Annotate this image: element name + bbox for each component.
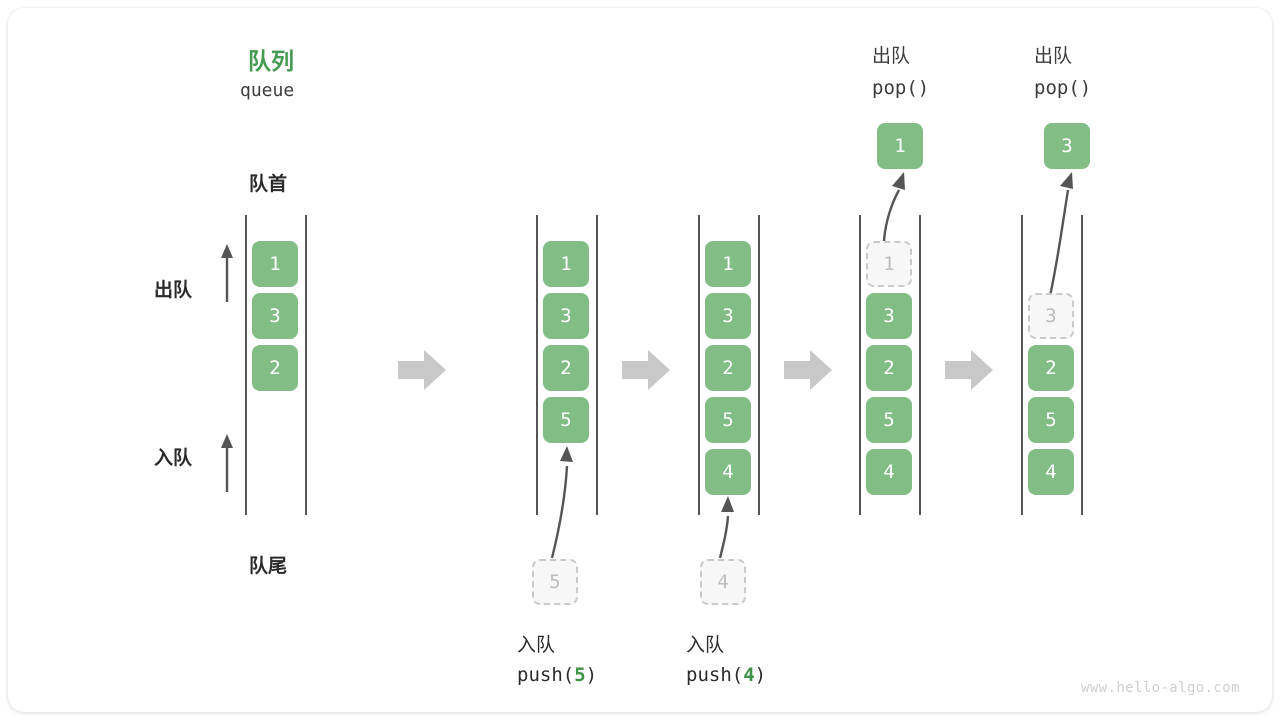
rail-left: [859, 215, 861, 515]
watermark: www.hello-algo.com: [1081, 680, 1240, 696]
incoming-ghost-cell: 5: [532, 559, 578, 605]
rail-left: [536, 215, 538, 515]
push-arrow-icon: [718, 496, 734, 559]
pop-header-cn: 出队: [1034, 45, 1073, 67]
queue-cell: 3: [543, 293, 589, 339]
queue-cell: 4: [866, 449, 912, 495]
queue-cell: 5: [543, 397, 589, 443]
queue-cell: 2: [866, 345, 912, 391]
pop-header-code: pop(): [1034, 77, 1092, 99]
rail-left: [245, 215, 247, 515]
queue-cell-empty: [1028, 241, 1074, 287]
queue-cell-ghost: 3: [1028, 293, 1074, 339]
rear-label: 队尾: [249, 555, 288, 577]
queue-cell: 5: [1028, 397, 1074, 443]
flow-arrow-icon: [622, 350, 670, 390]
enqueue-arrow-icon: [221, 434, 233, 492]
queue-cell: 5: [866, 397, 912, 443]
caption-code: push(4): [686, 664, 767, 686]
queue-cell: 4: [1028, 449, 1074, 495]
queue-cell: 2: [705, 345, 751, 391]
queue-cell: 1: [543, 241, 589, 287]
pop-header-code: pop(): [872, 77, 930, 99]
flow-arrow-icon: [784, 350, 832, 390]
push-arrow-icon: [550, 446, 573, 559]
popped-value-cell: 1: [877, 123, 923, 169]
incoming-ghost-cell: 4: [700, 559, 746, 605]
queue-cell: 1: [252, 241, 298, 287]
pop-header-cn: 出队: [872, 45, 911, 67]
queue-cell: 2: [543, 345, 589, 391]
rail-left: [1021, 215, 1023, 515]
rail-right: [305, 215, 307, 515]
diagram-title-en: queue: [240, 80, 295, 101]
queue-cell: 3: [252, 293, 298, 339]
caption-code: push(5): [517, 664, 598, 686]
popped-value-cell: 3: [1044, 123, 1090, 169]
queue-cell: 4: [705, 449, 751, 495]
rail-right: [758, 215, 760, 515]
rail-right: [596, 215, 598, 515]
rail-right: [919, 215, 921, 515]
caption-cn: 入队: [686, 634, 725, 656]
queue-cell: 3: [866, 293, 912, 339]
front-label: 队首: [249, 173, 288, 195]
queue-cell: 1: [705, 241, 751, 287]
enqueue-label: 入队: [154, 447, 193, 469]
dequeue-arrow-icon: [221, 244, 233, 302]
flow-arrow-icon: [945, 350, 993, 390]
queue-cell: 2: [1028, 345, 1074, 391]
flow-arrow-icon: [398, 350, 446, 390]
queue-cell: 3: [705, 293, 751, 339]
caption-arg: 5: [574, 664, 586, 686]
rail-left: [698, 215, 700, 515]
queue-cell: 2: [252, 345, 298, 391]
caption-cn: 入队: [517, 634, 556, 656]
diagram-title-cn: 队列: [248, 49, 294, 75]
caption-arg: 4: [743, 664, 755, 686]
rail-right: [1081, 215, 1083, 515]
queue-cell: 5: [705, 397, 751, 443]
queue-cell-ghost: 1: [866, 241, 912, 287]
diagram-card: 队列 queue 队首 队尾 出队 入队 1 3 2 1 3 2 5: [8, 8, 1272, 712]
dequeue-label: 出队: [154, 279, 193, 301]
